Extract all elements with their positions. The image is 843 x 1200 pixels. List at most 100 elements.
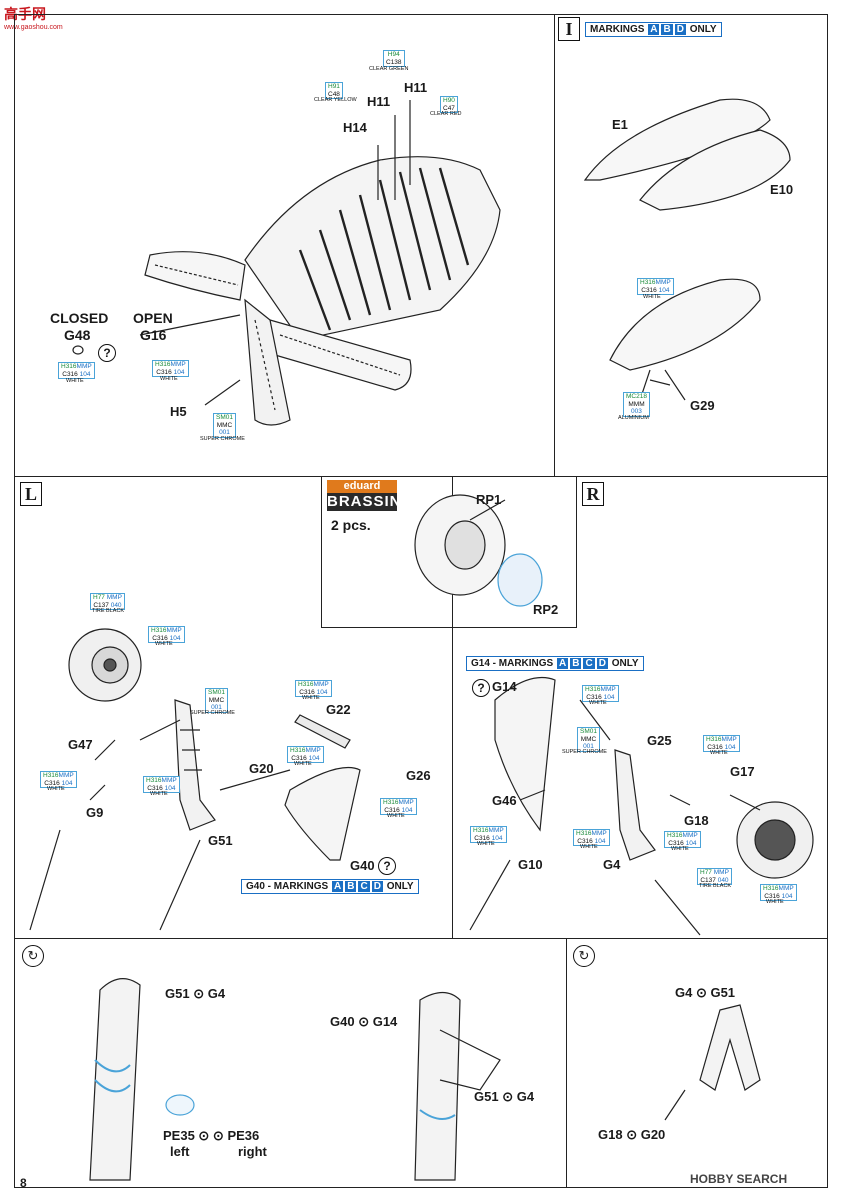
paint-name: WHITE: [580, 844, 598, 850]
part-g26: G26: [406, 768, 431, 783]
part-g46: G46: [492, 793, 517, 808]
paint-brand: MMP: [106, 594, 122, 601]
part-label: G51: [165, 986, 190, 1001]
markings-prefix: G14 - MARKINGS: [471, 658, 554, 669]
markings-prefix: MARKINGS: [590, 24, 645, 35]
rotate-view-icon: ↻: [573, 945, 595, 967]
paint-code: 040: [717, 876, 729, 884]
paint-code: 104: [724, 743, 736, 751]
brassin-qty: 2 pcs.: [331, 517, 371, 533]
paint-chrome-g51: SM01 MMC 001: [205, 688, 228, 713]
paint-chrome-h5: SM01 MMC 001: [213, 413, 236, 438]
paint-wheel-white-r: H316MMP C316 104: [760, 884, 797, 901]
paint-white-g16: H316MMP C316 104: [152, 360, 189, 377]
paint-code: 003: [631, 408, 642, 415]
paint-white-g22: H316MMP C316 104: [295, 680, 332, 697]
paint-name: WHITE: [150, 791, 168, 797]
paint-brand: MMP: [713, 869, 729, 876]
marking-letter: D: [371, 881, 383, 892]
part-label: G4: [516, 1089, 535, 1104]
part-label: G40: [330, 1014, 355, 1029]
label-right: right: [238, 1144, 267, 1159]
paint-brand: MMP: [682, 832, 698, 839]
paint-code: H316: [61, 363, 77, 370]
paint-code: C48: [328, 90, 340, 98]
paint-code: 104: [79, 370, 91, 378]
paint-code: C316: [299, 688, 315, 696]
paint-code: H316: [298, 681, 314, 688]
paint-code: 104: [603, 693, 615, 701]
paint-brand: MMP: [305, 747, 321, 754]
paint-white-g47: H316MMP C316 104: [40, 771, 77, 788]
part-rp2: RP2: [533, 602, 559, 617]
paint-code: MMM: [628, 400, 645, 408]
optional-icon: ?: [472, 679, 490, 697]
part-g17: G17: [730, 764, 755, 779]
paint-code: 001: [211, 704, 222, 711]
paint-white-g18: H316MMP C316 104: [664, 831, 701, 848]
paint-brand: MMP: [488, 827, 504, 834]
marking-letter: D: [674, 24, 686, 35]
paint-code: C316: [147, 784, 163, 792]
paint-chrome-g4: SM01 MMC 001: [577, 727, 600, 752]
part-h14: H14: [343, 120, 367, 135]
markings-suffix: ONLY: [386, 881, 414, 892]
paint-code: 104: [658, 286, 670, 294]
paint-name: WHITE: [155, 641, 173, 647]
paint-name: WHITE: [294, 761, 312, 767]
rotate-view-icon: ↻: [22, 945, 44, 967]
part-e1: E1: [612, 117, 628, 132]
optional-icon: ?: [378, 857, 396, 875]
paint-name: SUPER CHROME: [200, 436, 245, 442]
paint-name: TIRE BLACK: [92, 608, 125, 614]
paint-code: C316: [586, 693, 602, 701]
paint-white-canopy: H316MMP C316 104: [637, 278, 674, 295]
paint-code: H91: [328, 83, 340, 90]
part-label: G20: [640, 1127, 666, 1142]
paint-code: 104: [316, 688, 328, 696]
paint-code: H316: [43, 772, 59, 779]
paint-name: SUPER CHROME: [190, 710, 235, 716]
part-label: G51: [474, 1089, 499, 1104]
paint-code: C316: [44, 779, 60, 787]
markings-prefix: G40 - MARKINGS: [246, 881, 329, 892]
paint-brand: MMP: [655, 279, 671, 286]
paint-code: C316: [577, 837, 593, 845]
paint-code: C316: [156, 368, 172, 376]
part-label: PE35: [163, 1128, 195, 1143]
paint-code: 040: [110, 601, 122, 609]
paint-code: 104: [781, 892, 793, 900]
paint-name: WHITE: [710, 750, 728, 756]
part-g9: G9: [86, 805, 104, 820]
marking-letter: C: [583, 658, 595, 669]
paint-brand: MMP: [313, 681, 329, 688]
marking-letter: B: [570, 658, 582, 669]
part-g4: G4: [603, 857, 621, 872]
part-h11-right: H11: [404, 80, 428, 95]
part-g51: G51: [208, 833, 233, 848]
paint-brand: MMP: [778, 885, 794, 892]
part-g40: G40: [350, 858, 375, 873]
paint-white-g14: H316MMP C316 104: [582, 685, 619, 702]
paint-code: H90: [443, 97, 455, 104]
paint-code: SM01: [208, 689, 225, 696]
paint-tire-black: H77 MMP C137 040: [90, 593, 125, 610]
paint-code: H316: [640, 279, 656, 286]
paint-code: H316: [706, 736, 722, 743]
part-h5: H5: [170, 404, 187, 419]
paint-brand: MMP: [398, 799, 414, 806]
paint-name: WHITE: [671, 846, 689, 852]
paint-tire-black-r: H77 MMP C137 040: [697, 868, 732, 885]
paint-code: H316: [473, 827, 489, 834]
label-open: OPEN: [133, 310, 173, 326]
paint-code: C316: [641, 286, 657, 294]
part-label: G14: [372, 1014, 398, 1029]
paint-code: H77: [700, 869, 712, 876]
paint-name: WHITE: [387, 813, 405, 819]
marking-letter: A: [648, 24, 660, 35]
label-left: left: [170, 1144, 190, 1159]
paint-code: SM01: [580, 728, 597, 735]
paint-name: WHITE: [766, 899, 784, 905]
paint-brand: MMP: [166, 627, 182, 634]
part-g22: G22: [326, 702, 351, 717]
